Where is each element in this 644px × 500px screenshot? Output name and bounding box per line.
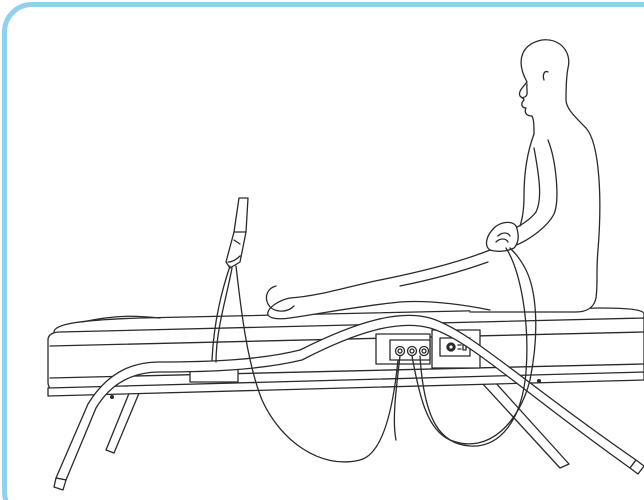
seated-person	[266, 40, 599, 319]
control-panel	[376, 334, 430, 364]
handheld-probe	[226, 198, 248, 268]
